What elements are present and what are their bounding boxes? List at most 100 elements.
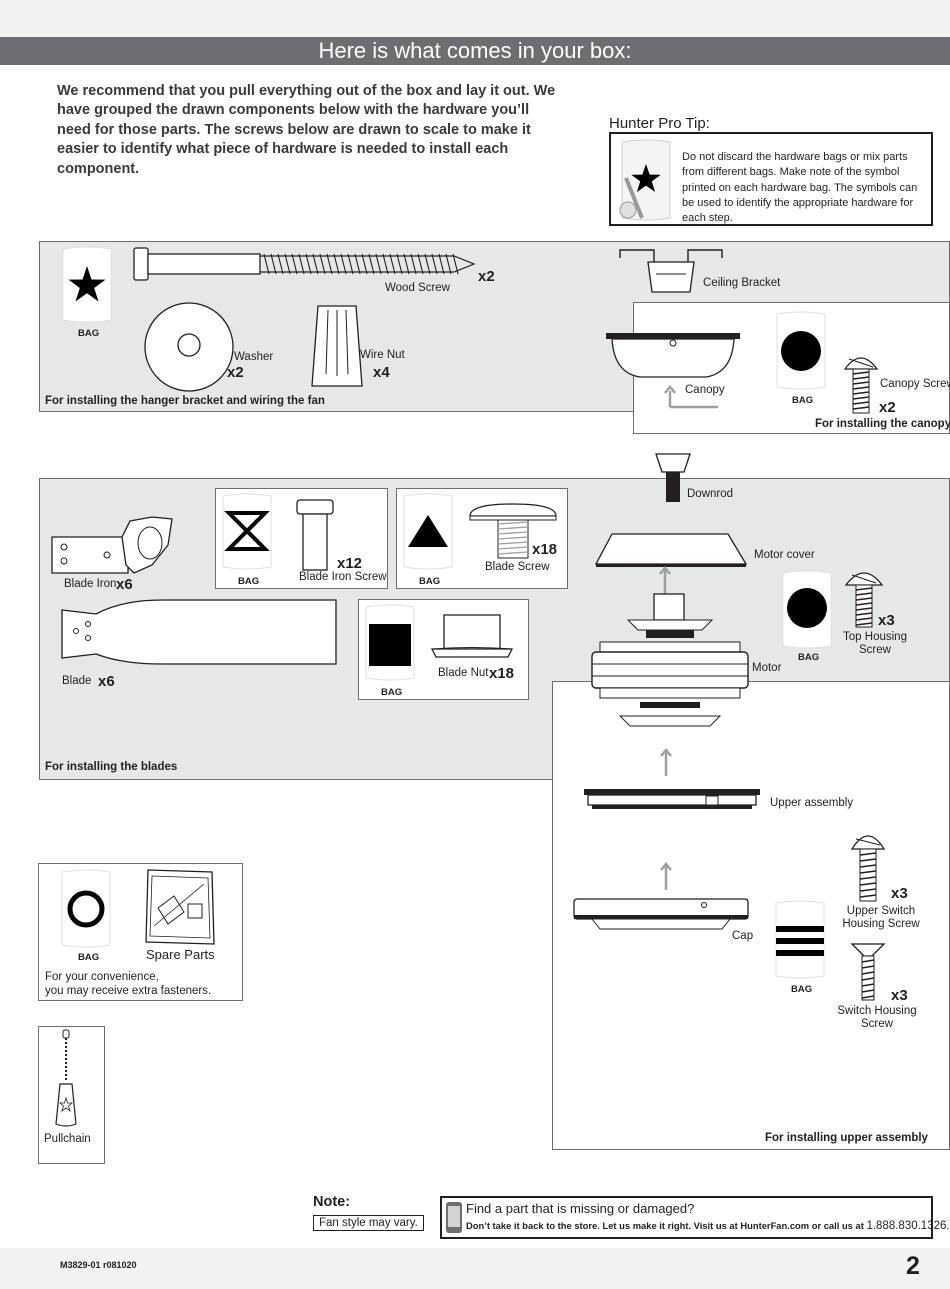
spare-parts-note-line2: you may receive extra fasteners. <box>45 985 212 997</box>
upper-switch-housing-screw-qty: x3 <box>891 885 908 902</box>
blade-screw-icon <box>469 503 557 559</box>
blade-iron-icon <box>51 516 173 574</box>
upper-section-caption: For installing upper assembly <box>765 1132 928 1144</box>
pro-tip-text: Do not discard the hardware bags or mix … <box>682 151 918 225</box>
arrow-up-icon <box>664 385 718 409</box>
blade-iron-label: Blade Iron <box>64 578 117 590</box>
motor-label: Motor <box>752 662 782 674</box>
top-band <box>0 0 950 37</box>
top-housing-screw-qty: x3 <box>878 612 895 629</box>
hourglass-bag-icon <box>222 493 272 570</box>
blade-screw-label: Blade Screw <box>485 561 550 573</box>
canopy-screw-icon <box>843 357 879 414</box>
pro-tip-heading: Hunter Pro Tip: <box>609 115 710 132</box>
wire-nut-label: Wire Nut <box>360 349 405 361</box>
cap-icon <box>573 898 749 930</box>
motor-cover-icon <box>594 533 748 567</box>
phone-icon <box>446 1202 462 1233</box>
ceiling-bracket-icon <box>619 249 723 293</box>
switch-housing-screw-icon <box>850 943 886 1001</box>
switch-housing-screw-label: Switch Housing Screw <box>836 1005 918 1031</box>
arrow-up-icon <box>660 862 672 890</box>
arrow-up-icon <box>659 566 671 594</box>
upper-assembly-label: Upper assembly <box>770 797 854 809</box>
document-code: M3829-01 r081020 <box>60 1260 137 1270</box>
top-housing-screw-label-line1: Top Housing <box>843 631 907 643</box>
blade-icon <box>61 599 337 665</box>
ceiling-bracket-label: Ceiling Bracket <box>703 277 781 289</box>
wood-screw-qty: x2 <box>478 268 495 285</box>
bag-label: BAG <box>798 652 820 663</box>
switch-housing-screw-label-line1: Switch Housing <box>837 1005 917 1017</box>
pullchain-label: Pullchain <box>44 1133 91 1145</box>
bag-label: BAG <box>78 328 100 339</box>
blade-qty: x6 <box>98 673 115 690</box>
circle-bag-icon <box>782 570 832 649</box>
wire-nut-icon <box>311 305 363 387</box>
ring-bag-icon <box>61 869 111 948</box>
canopy-screw-qty: x2 <box>879 399 896 416</box>
motor-cover-label: Motor cover <box>754 549 815 561</box>
blade-nut-label: Blade Nut <box>438 667 489 679</box>
wire-nut-qty: x4 <box>373 364 390 381</box>
hardware-bag-icon <box>619 139 671 221</box>
bag-label: BAG <box>791 984 813 995</box>
pro-tip-box <box>609 132 933 226</box>
cap-label: Cap <box>732 930 754 942</box>
blade-nut-qty: x18 <box>489 665 515 682</box>
bag-label: BAG <box>238 576 260 587</box>
circle-bag-icon <box>776 311 826 390</box>
missing-part-box <box>440 1196 933 1239</box>
top-housing-screw-label: Top Housing Screw <box>838 631 912 657</box>
canopy-section-caption: For installing the canopy <box>815 418 950 430</box>
washer-icon <box>144 302 234 392</box>
blade-iron-screw-label: Blade Iron Screw <box>299 571 387 583</box>
upper-assembly-icon <box>584 789 760 809</box>
downrod-icon <box>655 453 691 502</box>
wood-screw-icon <box>133 247 476 281</box>
note-heading: Note: <box>313 1194 351 1210</box>
page-number: 2 <box>906 1252 920 1280</box>
missing-part-text: Don’t take it back to the store. Let us … <box>466 1220 950 1232</box>
blades-section-caption: For installing the blades <box>45 761 178 773</box>
blade-label: Blade <box>62 675 92 687</box>
upper-switch-housing-screw-label-line2: Housing Screw <box>842 918 920 930</box>
bag-label: BAG <box>419 576 441 587</box>
spare-parts-note-line1: For your convenience, <box>45 971 159 983</box>
canopy-label: Canopy <box>685 384 725 396</box>
hanger-section-caption: For installing the hanger bracket and wi… <box>45 395 325 407</box>
blade-nut-icon <box>430 614 514 658</box>
washer-label: Washer <box>234 351 274 363</box>
blade-iron-screw-qty: x12 <box>337 555 363 572</box>
switch-housing-screw-label-line2: Screw <box>861 1018 893 1030</box>
intro-paragraph: We recommend that you pull everything ou… <box>57 83 556 177</box>
downrod-label: Downrod <box>687 488 734 500</box>
lines-bag-icon <box>775 900 825 979</box>
note-text: Fan style may vary. <box>313 1215 424 1231</box>
blade-screw-qty: x18 <box>532 541 558 558</box>
top-housing-screw-label-line2: Screw <box>859 644 891 656</box>
triangle-bag-icon <box>403 493 453 570</box>
upper-switch-housing-screw-label: Upper Switch Housing Screw <box>840 905 922 931</box>
missing-part-text-body: Don’t take it back to the store. Let us … <box>466 1220 864 1231</box>
blade-iron-qty: x6 <box>116 576 133 593</box>
pullchain-icon <box>55 1029 77 1127</box>
arrow-up-icon <box>660 748 672 776</box>
washer-qty: x2 <box>227 364 244 381</box>
canopy-screw-label: Canopy Screw <box>880 378 950 390</box>
footer-band <box>0 1248 950 1289</box>
blade-iron-screw-icon <box>296 499 334 571</box>
bag-label: BAG <box>381 687 403 698</box>
spare-parts-note: For your convenience, you may receive ex… <box>45 970 211 998</box>
top-housing-screw-icon <box>844 572 884 628</box>
square-bag-icon <box>365 604 415 681</box>
page-title: Here is what comes in your box: <box>0 37 950 65</box>
missing-part-heading: Find a part that is missing or damaged? <box>466 1201 695 1216</box>
spare-parts-label: Spare Parts <box>146 947 215 962</box>
switch-housing-screw-qty: x3 <box>891 987 908 1004</box>
upper-switch-housing-screw-label-line1: Upper Switch <box>846 905 916 917</box>
bag-label: BAG <box>78 952 100 963</box>
spare-parts-bag-icon <box>145 869 215 945</box>
star-bag-icon <box>62 246 112 323</box>
wood-screw-label: Wood Screw <box>385 282 450 294</box>
